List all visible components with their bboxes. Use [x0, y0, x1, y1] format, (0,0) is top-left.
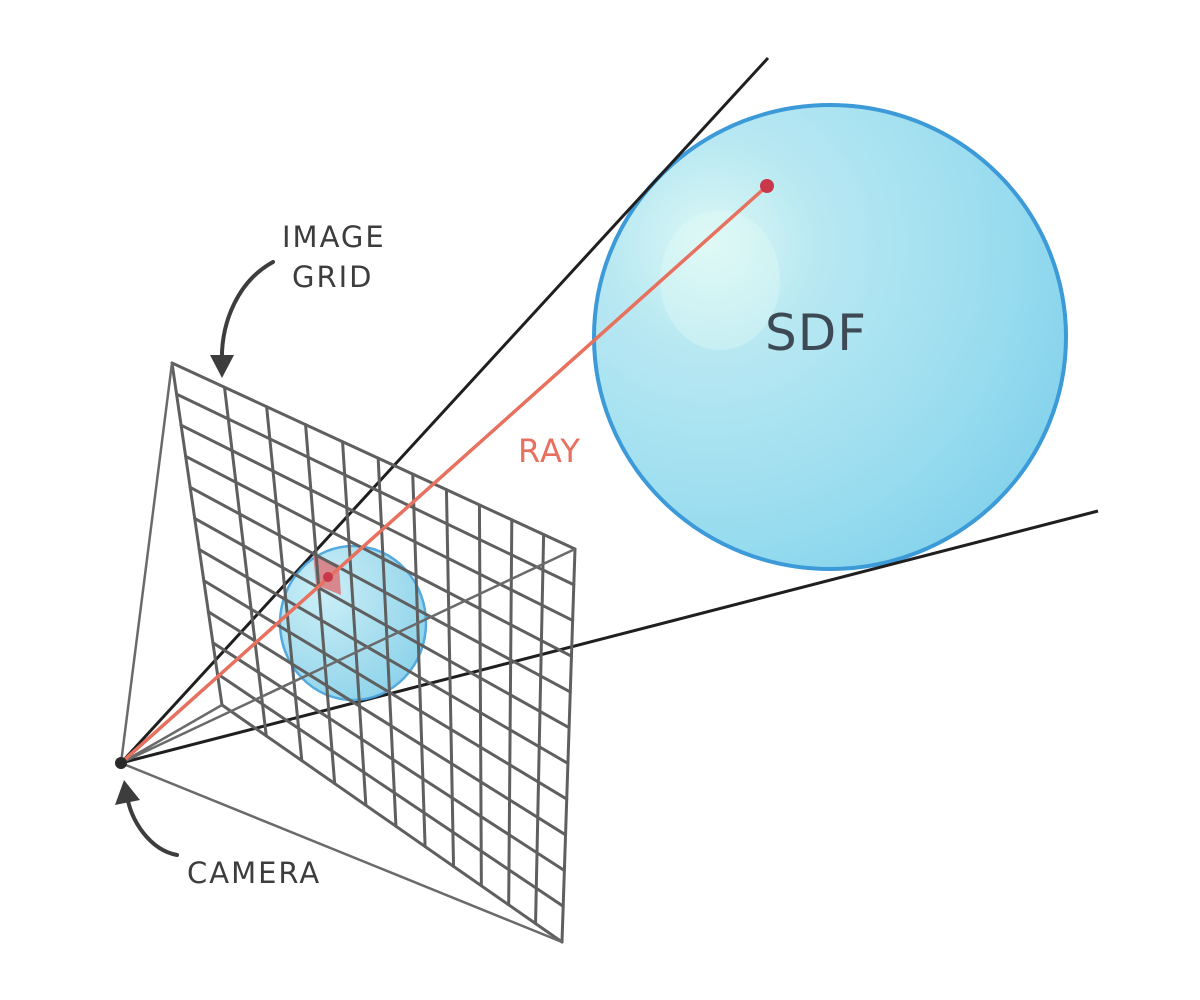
grid-row-line	[206, 610, 568, 837]
grid-column-line	[507, 518, 514, 907]
camera-arrowhead	[115, 780, 140, 805]
frustum-edges	[119, 56, 1099, 765]
grid-row-line	[175, 392, 576, 587]
ray-line	[119, 184, 769, 765]
pyramid-edge-top-right	[120, 547, 576, 765]
image-grid	[170, 361, 577, 944]
ray	[119, 179, 774, 765]
grid-row-line	[170, 361, 577, 551]
grid-column-line	[411, 472, 427, 849]
image-grid-label-line2: GRID	[292, 260, 374, 294]
grid-row-line	[179, 423, 575, 622]
sdf-sphere-highlight	[660, 210, 780, 350]
camera-arrow	[125, 793, 179, 857]
ray-hit-point	[760, 179, 774, 193]
grid-row-line	[211, 641, 566, 873]
camera-label: CAMERA	[187, 856, 321, 890]
pyramid-edge-bottom-left	[120, 703, 223, 765]
pyramid-edge-bottom-right	[120, 761, 563, 944]
grid-column-line	[560, 547, 577, 944]
grid-column-line	[170, 361, 224, 707]
grid-row-line	[188, 485, 572, 694]
sdf-label: SDF	[765, 304, 867, 362]
grid-row-line	[184, 454, 573, 658]
grid-column-line	[341, 440, 368, 807]
grid-column-line	[534, 533, 546, 926]
frustum-upper-edge	[119, 56, 770, 765]
image-grid-arrowhead	[210, 355, 234, 378]
grid-column-line	[304, 423, 337, 786]
grid-row-line	[193, 516, 571, 730]
camera-pyramid	[119, 362, 576, 944]
frustum-lower-edge	[120, 509, 1099, 765]
ray-pixel-point	[323, 572, 333, 582]
grid-column-line	[376, 456, 398, 828]
sdf-sphere-body	[592, 103, 1068, 571]
grid-column-line	[265, 405, 304, 763]
pyramid-edge-top-left	[119, 362, 174, 764]
grid-column-line	[222, 385, 268, 738]
grid-row-line	[220, 703, 564, 944]
grid-row-line	[197, 548, 570, 765]
grid-row-line	[215, 672, 565, 908]
sdf-sphere	[592, 103, 1068, 571]
grid-row-line	[202, 579, 569, 801]
image-grid-label-line1: IMAGE	[282, 220, 386, 254]
camera-point	[115, 757, 127, 769]
image-grid-arrow	[219, 260, 275, 367]
grid-column-line	[444, 488, 456, 868]
grid-column-line	[477, 503, 483, 888]
ray-label: RAY	[518, 432, 581, 470]
